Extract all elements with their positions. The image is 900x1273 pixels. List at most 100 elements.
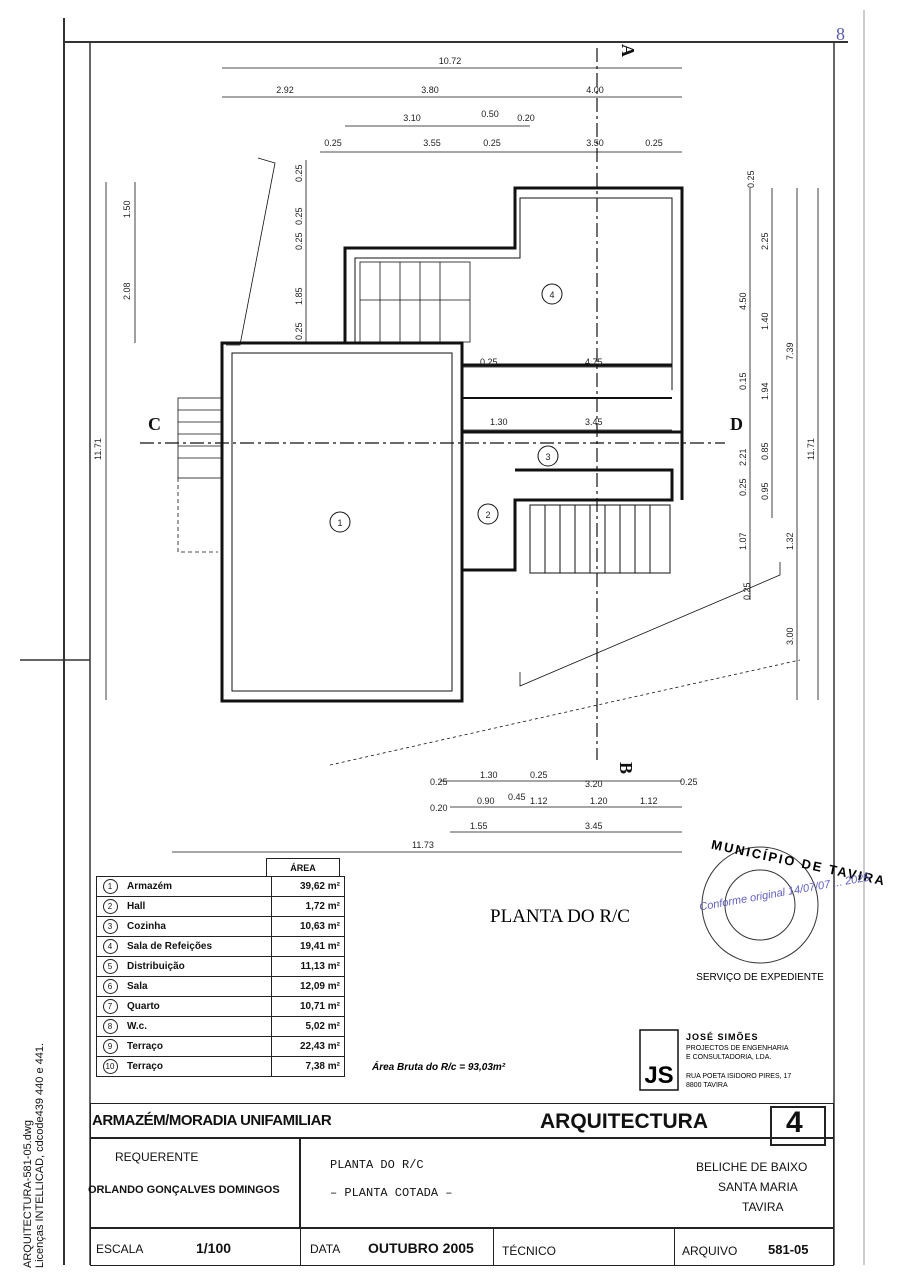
gross-area: Área Bruta do R/c = 93,03m² [371, 1060, 506, 1073]
room-marker-1: 1 [337, 518, 342, 528]
applicant-label: REQUERENTE [115, 1150, 199, 1164]
company-address2: 8800 TAVIRA [686, 1082, 728, 1089]
plan-title: PLANTA DO R/C [330, 1158, 424, 1172]
dim-top: 0.50 [481, 109, 499, 119]
room-name: W.c. [123, 1016, 272, 1037]
room-name: Sala de Refeições [123, 936, 272, 957]
dim-right-total: 11.71 [806, 438, 816, 460]
dim-top: 0.25 [645, 138, 663, 148]
dim-inner: 0.25 [480, 357, 498, 367]
room-area: 1,72 m² [271, 896, 345, 917]
room-area: 12,09 m² [271, 976, 345, 997]
dim-right: 0.85 [760, 442, 770, 460]
dim-top: 3.80 [421, 85, 439, 95]
archive-label: ARQUIVO [682, 1244, 738, 1258]
dim-bottom: 1.12 [530, 796, 548, 806]
section-label-a: A [618, 44, 638, 57]
room-number: 4 [102, 939, 118, 954]
dim-right: 7.39 [785, 342, 795, 360]
room-number: 8 [102, 1019, 118, 1034]
dim-inner: 4.75 [585, 357, 603, 367]
dim-right: 4.50 [738, 292, 748, 310]
dim-top: 0.25 [324, 138, 342, 148]
discipline-title: ARQUITECTURA [540, 1110, 708, 1133]
dim-right: 0.95 [760, 482, 770, 500]
room-area: 7,38 m² [271, 1056, 345, 1077]
dim-left-inner: 0.25 [294, 164, 304, 182]
room-name: Quarto [123, 996, 272, 1017]
dim-right: 1.94 [760, 382, 770, 400]
dim-left: 1.50 [122, 200, 132, 218]
project-title: ARMAZÉM/MORADIA UNIFAMILIAR [92, 1112, 332, 1129]
dim-right: 2.21 [738, 448, 748, 466]
archive-box [674, 1228, 834, 1266]
applicant-name: ORLANDO GONÇALVES DOMINGOS [88, 1184, 280, 1196]
dim-top: 4.00 [586, 85, 604, 95]
dim-bottom: 1.30 [480, 770, 498, 780]
room-name: Terraço [123, 1056, 272, 1077]
date-value: OUTUBRO 2005 [368, 1240, 474, 1256]
dim-right: 0.25 [746, 170, 756, 188]
room-number: 10 [102, 1059, 118, 1074]
room-area: 11,13 m² [271, 956, 345, 977]
room-number: 3 [102, 919, 118, 934]
room-name: Terraço [123, 1036, 272, 1057]
room-number: 6 [102, 979, 118, 994]
dim-bottom: 0.90 [477, 796, 495, 806]
dim-top: 0.20 [517, 113, 535, 123]
dim-left-inner: 0.25 [294, 322, 304, 340]
date-box [300, 1228, 494, 1266]
dim-left-inner: 0.25 [294, 207, 304, 225]
dim-right: 1.07 [738, 532, 748, 550]
section-label-c: C [148, 414, 161, 434]
dim-bottom: 3.20 [585, 779, 603, 789]
room-name: Armazém [123, 876, 272, 897]
plan-box [300, 1138, 834, 1228]
dim-bottom: 1.20 [590, 796, 608, 806]
location-line1: BELICHE DE BAIXO [696, 1160, 808, 1174]
dim-left-inner: 0.25 [294, 232, 304, 250]
dim-bottom: 1.12 [640, 796, 658, 806]
dim-right: 3.00 [785, 627, 795, 645]
room-number: 2 [102, 899, 118, 914]
room-name: Cozinha [123, 916, 272, 937]
dim-bottom-total: 11.73 [412, 840, 434, 850]
scale-value: 1/100 [196, 1240, 232, 1256]
company-line2: E CONSULTADORIA, LDA. [686, 1054, 771, 1061]
room-area: 5,02 m² [271, 1016, 345, 1037]
title-block-header [90, 1103, 834, 1138]
room-number: 5 [102, 959, 118, 974]
dim-top: 3.55 [423, 138, 441, 148]
dim-bottom: 0.20 [430, 803, 448, 813]
company-name: JOSÉ SIMÕES [686, 1032, 759, 1042]
dim-top: 2.92 [276, 85, 294, 95]
dim-top-total: 10.72 [439, 56, 462, 66]
section-label-d: D [730, 414, 743, 434]
dim-right: 0.25 [738, 478, 748, 496]
room-area: 10,71 m² [271, 996, 345, 1017]
municipal-seal: MUNICÍPIO DE TAVIRA Conforme original 14… [696, 837, 887, 983]
room-name: Hall [123, 896, 272, 917]
room-number: 9 [102, 1039, 118, 1054]
dim-left-total: 11.71 [93, 438, 103, 460]
seal-handwriting: Conforme original 14/07/07 ... 2025 [698, 872, 871, 914]
dim-right: 1.40 [760, 312, 770, 330]
sheet-number: 4 [786, 1106, 803, 1139]
company-line1: PROJECTOS DE ENGENHARIA [686, 1045, 789, 1052]
plan-subtitle: – PLANTA COTADA – [330, 1186, 453, 1200]
room-marker-4: 4 [549, 290, 554, 300]
dim-left-inner: 1.85 [294, 287, 304, 305]
area-row: 8 W.c.5,02 m² [96, 1016, 345, 1037]
location-line3: TAVIRA [742, 1200, 784, 1214]
area-table-header: ÁREA [266, 858, 340, 876]
location-line2: SANTA MARIA [718, 1180, 798, 1194]
company-address1: RUA POETA ISIDORO PIRES, 17 [686, 1073, 791, 1080]
room-marker-2: 2 [485, 510, 490, 520]
